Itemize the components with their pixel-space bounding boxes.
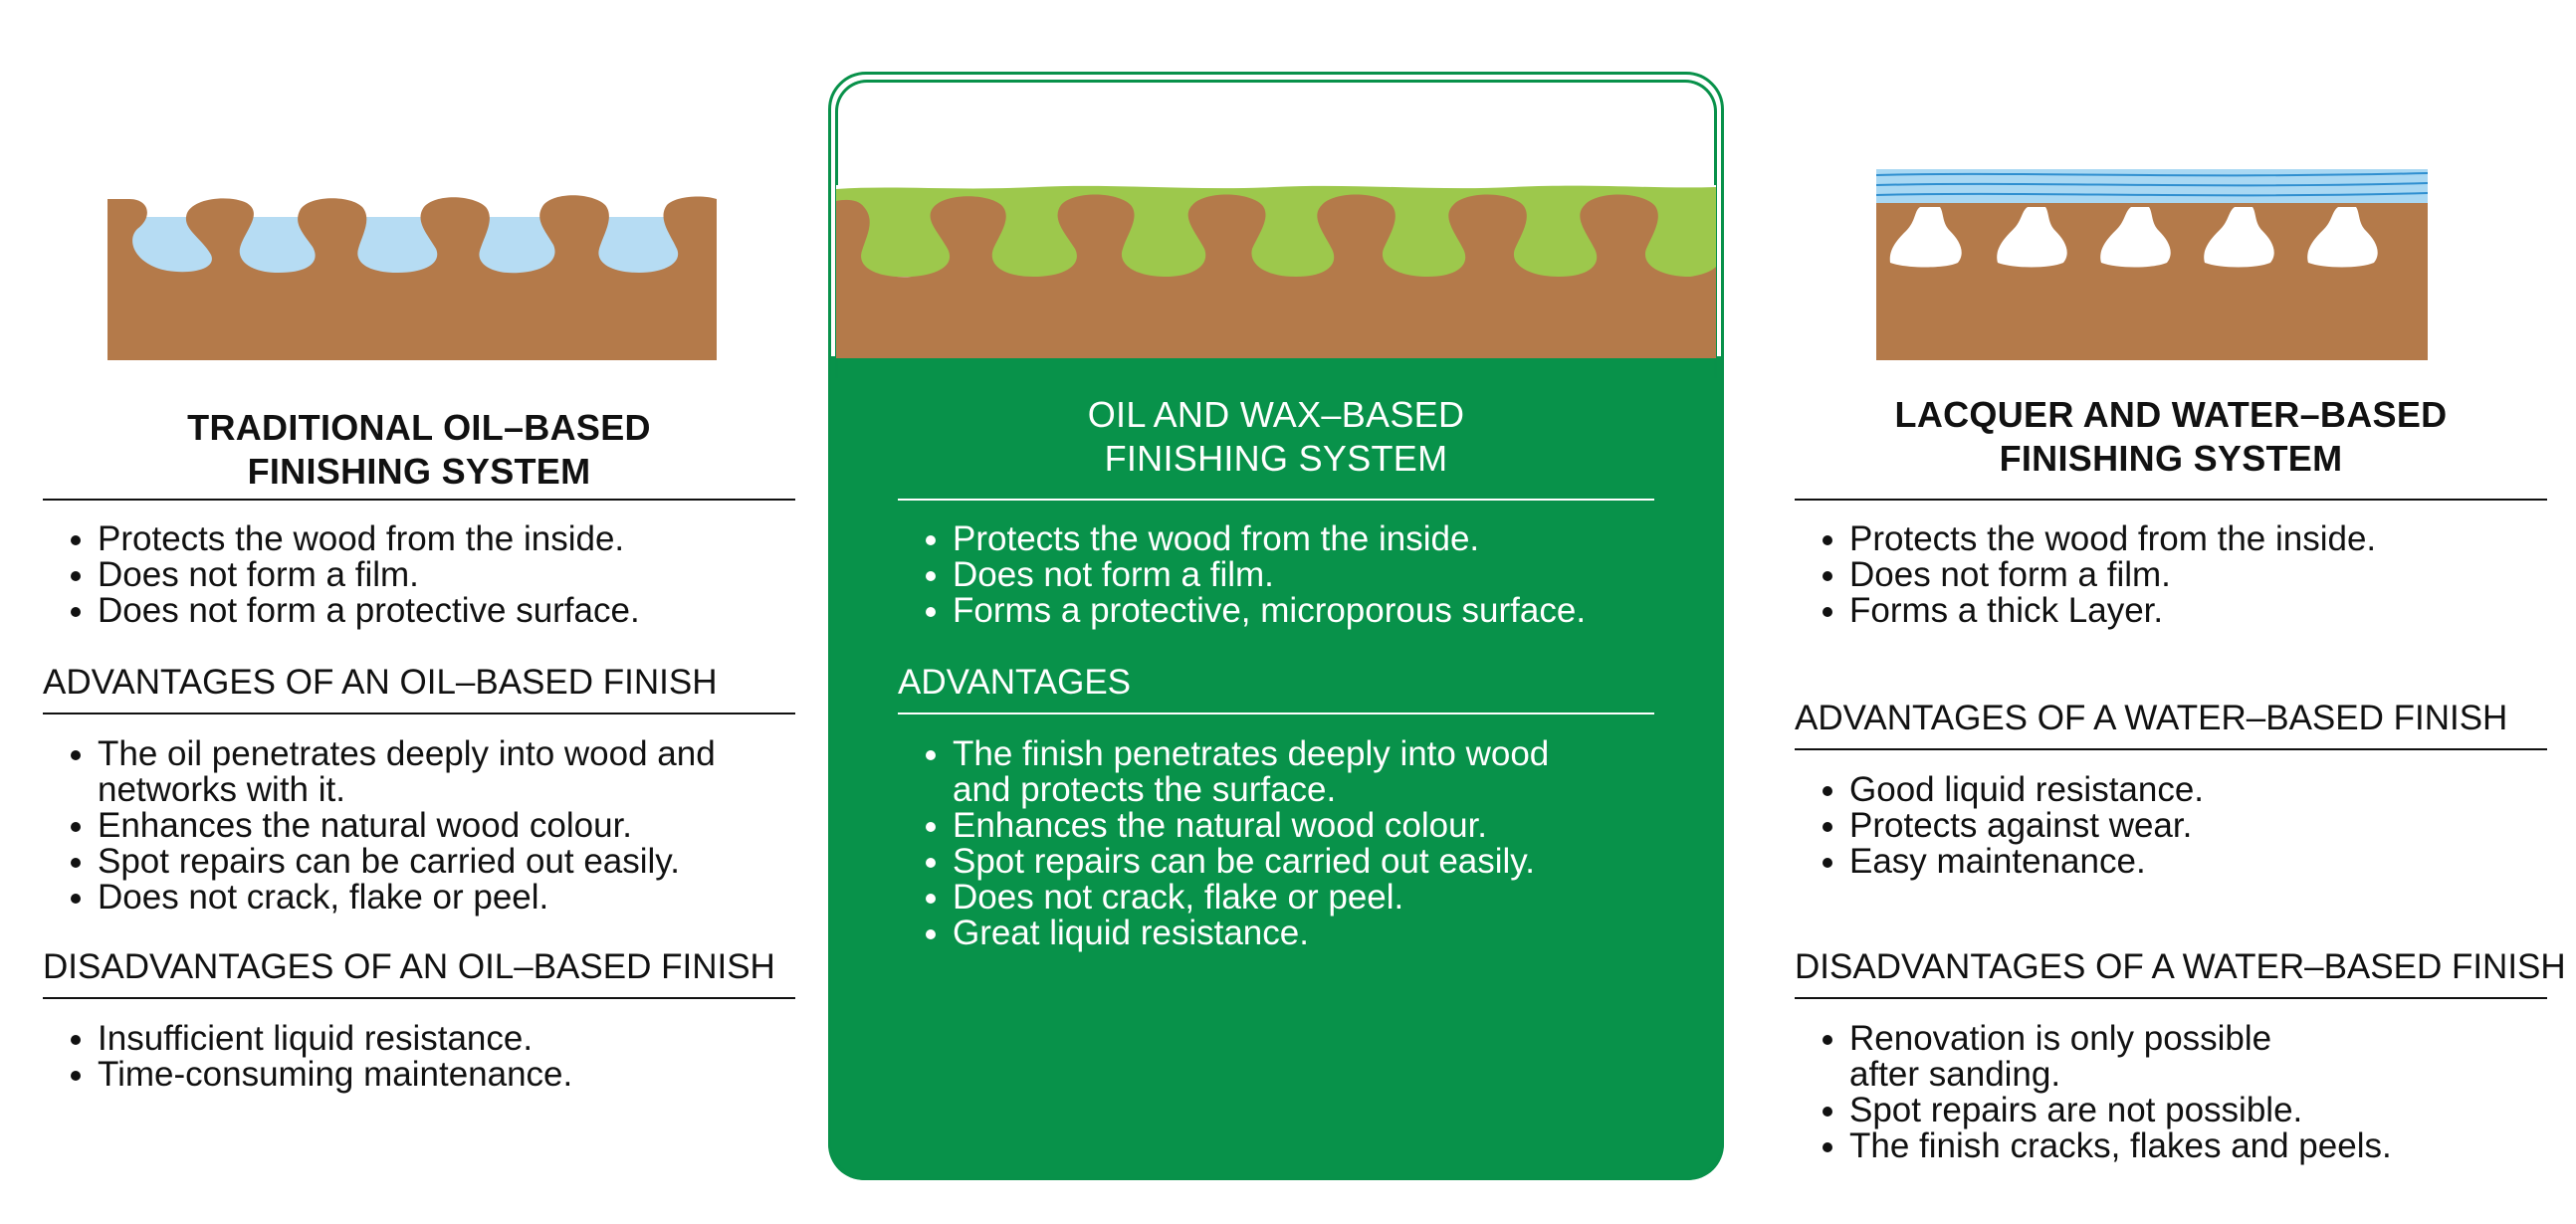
oil-based-title: TRADITIONAL OIL–BASED FINISHING SYSTEM: [43, 406, 795, 494]
oil-based-title-line1: TRADITIONAL OIL–BASED: [187, 407, 651, 448]
oil-wax-title: OIL AND WAX–BASED FINISHING SYSTEM: [828, 393, 1724, 481]
list-item: Good liquid resistance.: [1849, 772, 2547, 808]
oil-wax-title-line2: FINISHING SYSTEM: [1104, 438, 1448, 479]
list-item: The finish penetrates deeply into wood a…: [953, 736, 1595, 808]
divider: [1795, 997, 2547, 999]
lacquer-advantages-list: Good liquid resistance. Protects against…: [1795, 772, 2547, 880]
list-item: Spot repairs can be carried out easily.: [953, 844, 1595, 880]
oil-based-disadvantages-heading: DISADVANTAGES OF AN OIL–BASED FINISH: [43, 947, 775, 986]
oil-based-title-line2: FINISHING SYSTEM: [247, 451, 591, 492]
divider: [43, 499, 795, 501]
oil-based-advantages-heading: ADVANTAGES OF AN OIL–BASED FINISH: [43, 663, 718, 702]
list-item: Protects the wood from the inside.: [98, 521, 795, 557]
list-item: Does not crack, flake or peel.: [953, 880, 1595, 916]
oil-wax-column: OIL AND WAX–BASED FINISHING SYSTEM Prote…: [828, 0, 1724, 1224]
divider: [43, 713, 795, 714]
list-item: Protects against wear.: [1849, 808, 2547, 844]
list-item: Easy maintenance.: [1849, 844, 2547, 880]
list-item: Great liquid resistance.: [953, 916, 1595, 951]
oil-based-wood-diagram: [107, 189, 717, 360]
list-item: The finish cracks, flakes and peels.: [1849, 1128, 2392, 1164]
oil-based-disadvantages-list: Insufficient liquid resistance. Time-con…: [43, 1021, 795, 1093]
list-item: The oil penetrates deeply into wood and …: [98, 736, 785, 808]
oil-wax-wood-diagram: [836, 185, 1716, 358]
oil-wax-properties-list: Protects the wood from the inside. Does …: [898, 521, 1724, 629]
lacquer-properties-list: Protects the wood from the inside. Does …: [1795, 521, 2547, 629]
list-item: Does not form a film.: [98, 557, 795, 593]
lacquer-disadvantages-heading: DISADVANTAGES OF A WATER–BASED FINISH: [1795, 947, 2566, 986]
divider: [898, 499, 1654, 501]
list-item: Enhances the natural wood colour.: [98, 808, 785, 844]
lacquer-wood-diagram: [1876, 167, 2428, 360]
oil-wax-advantages-heading: ADVANTAGES: [898, 663, 1132, 702]
list-item: Spot repairs are not possible.: [1849, 1093, 2302, 1128]
oil-wax-advantages-list: The finish penetrates deeply into wood a…: [898, 736, 1595, 951]
oil-wax-title-line1: OIL AND WAX–BASED: [1087, 394, 1465, 435]
lacquer-advantages-heading: ADVANTAGES OF A WATER–BASED FINISH: [1795, 699, 2508, 737]
lacquer-title-line2: FINISHING SYSTEM: [1999, 438, 2343, 479]
oil-wax-panel-border: [828, 72, 1724, 1180]
lacquer-title-line1: LACQUER AND WATER–BASED: [1894, 394, 2448, 435]
list-item: Does not crack, flake or peel.: [98, 880, 785, 916]
lacquer-disadvantages-list: Renovation is only possible after sandin…: [1795, 1021, 2392, 1164]
oil-wax-panel-background: [828, 356, 1724, 1180]
divider: [43, 997, 795, 999]
list-item: Time-consuming maintenance.: [98, 1057, 795, 1093]
list-item: Does not form a film.: [1849, 557, 2547, 593]
list-item: Does not form a protective surface.: [98, 593, 795, 629]
oil-based-advantages-list: The oil penetrates deeply into wood and …: [43, 736, 785, 916]
divider: [1795, 499, 2547, 501]
list-item: Insufficient liquid resistance.: [98, 1021, 795, 1057]
list-item: Protects the wood from the inside.: [953, 521, 1724, 557]
oil-wax-content: OIL AND WAX–BASED FINISHING SYSTEM Prote…: [828, 0, 1724, 1224]
list-item: Renovation is only possible after sandin…: [1849, 1021, 2288, 1093]
list-item: Protects the wood from the inside.: [1849, 521, 2547, 557]
list-item: Forms a protective, microporous surface.: [953, 593, 1724, 629]
divider: [898, 713, 1654, 714]
list-item: Forms a thick Layer.: [1849, 593, 2547, 629]
list-item: Does not form a film.: [953, 557, 1724, 593]
oil-based-column: TRADITIONAL OIL–BASED FINISHING SYSTEM P…: [43, 0, 795, 1224]
lacquer-column: LACQUER AND WATER–BASED FINISHING SYSTEM…: [1795, 0, 2566, 1224]
lacquer-title: LACQUER AND WATER–BASED FINISHING SYSTEM: [1795, 393, 2547, 481]
list-item: Spot repairs can be carried out easily.: [98, 844, 785, 880]
divider: [1795, 748, 2547, 750]
oil-based-properties-list: Protects the wood from the inside. Does …: [43, 521, 795, 629]
list-item: Enhances the natural wood colour.: [953, 808, 1595, 844]
